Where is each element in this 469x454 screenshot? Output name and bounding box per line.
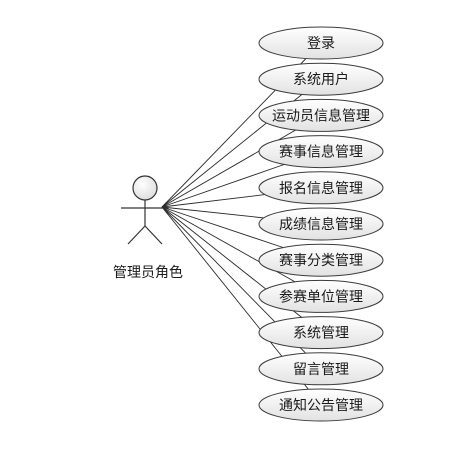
use-case: 登录 xyxy=(258,26,384,60)
actor-head xyxy=(132,175,158,201)
use-case-label: 赛事分类管理 xyxy=(279,253,363,269)
use-case-ellipse xyxy=(258,62,384,96)
use-case: 参赛单位管理 xyxy=(258,279,384,313)
use-case-ellipse xyxy=(258,352,384,386)
association-line xyxy=(161,206,284,248)
association-line xyxy=(161,206,264,219)
use-case-label: 运动员信息管理 xyxy=(272,107,370,124)
use-case: 运动员信息管理 xyxy=(258,98,384,132)
use-case: 系统管理 xyxy=(258,316,384,350)
use-case-label: 成绩信息管理 xyxy=(279,216,363,233)
use-case-ellipse xyxy=(258,98,384,132)
use-case-ellipse xyxy=(258,171,384,205)
use-case-ellipse xyxy=(258,207,384,241)
use-case-ellipse xyxy=(258,316,384,350)
use-case: 通知公告管理 xyxy=(258,388,384,422)
association-line xyxy=(161,194,265,208)
use-case: 系统用户 xyxy=(258,62,384,96)
use-case-ellipse xyxy=(258,388,384,422)
actor: 管理员角色 xyxy=(113,175,183,281)
use-case: 赛事分类管理 xyxy=(258,243,384,277)
use-case: 留言管理 xyxy=(258,352,384,386)
actor-left-leg xyxy=(127,225,146,245)
use-case-label: 通知公告管理 xyxy=(279,397,363,414)
use-case-label: 登录 xyxy=(307,36,335,52)
association-line xyxy=(161,164,285,208)
use-case-label: 留言管理 xyxy=(293,362,349,378)
use-case-label: 报名信息管理 xyxy=(279,180,363,197)
use-case-group: 登录系统用户运动员信息管理赛事信息管理报名信息管理成绩信息管理赛事分类管理参赛单… xyxy=(258,26,384,422)
use-case: 赛事信息管理 xyxy=(258,135,384,169)
actor-right-leg xyxy=(144,225,163,245)
use-case-ellipse xyxy=(258,279,384,313)
use-case: 报名信息管理 xyxy=(258,171,384,205)
use-case-label: 系统用户 xyxy=(293,71,349,88)
use-case: 成绩信息管理 xyxy=(258,207,384,241)
use-case-ellipse xyxy=(258,26,384,60)
use-case-label: 系统管理 xyxy=(293,326,349,342)
use-case-ellipse xyxy=(258,243,384,277)
actor-label: 管理员角色 xyxy=(113,264,183,281)
use-case-label: 参赛单位管理 xyxy=(279,288,363,305)
use-case-ellipse xyxy=(258,135,384,169)
use-case-label: 赛事信息管理 xyxy=(279,144,363,161)
